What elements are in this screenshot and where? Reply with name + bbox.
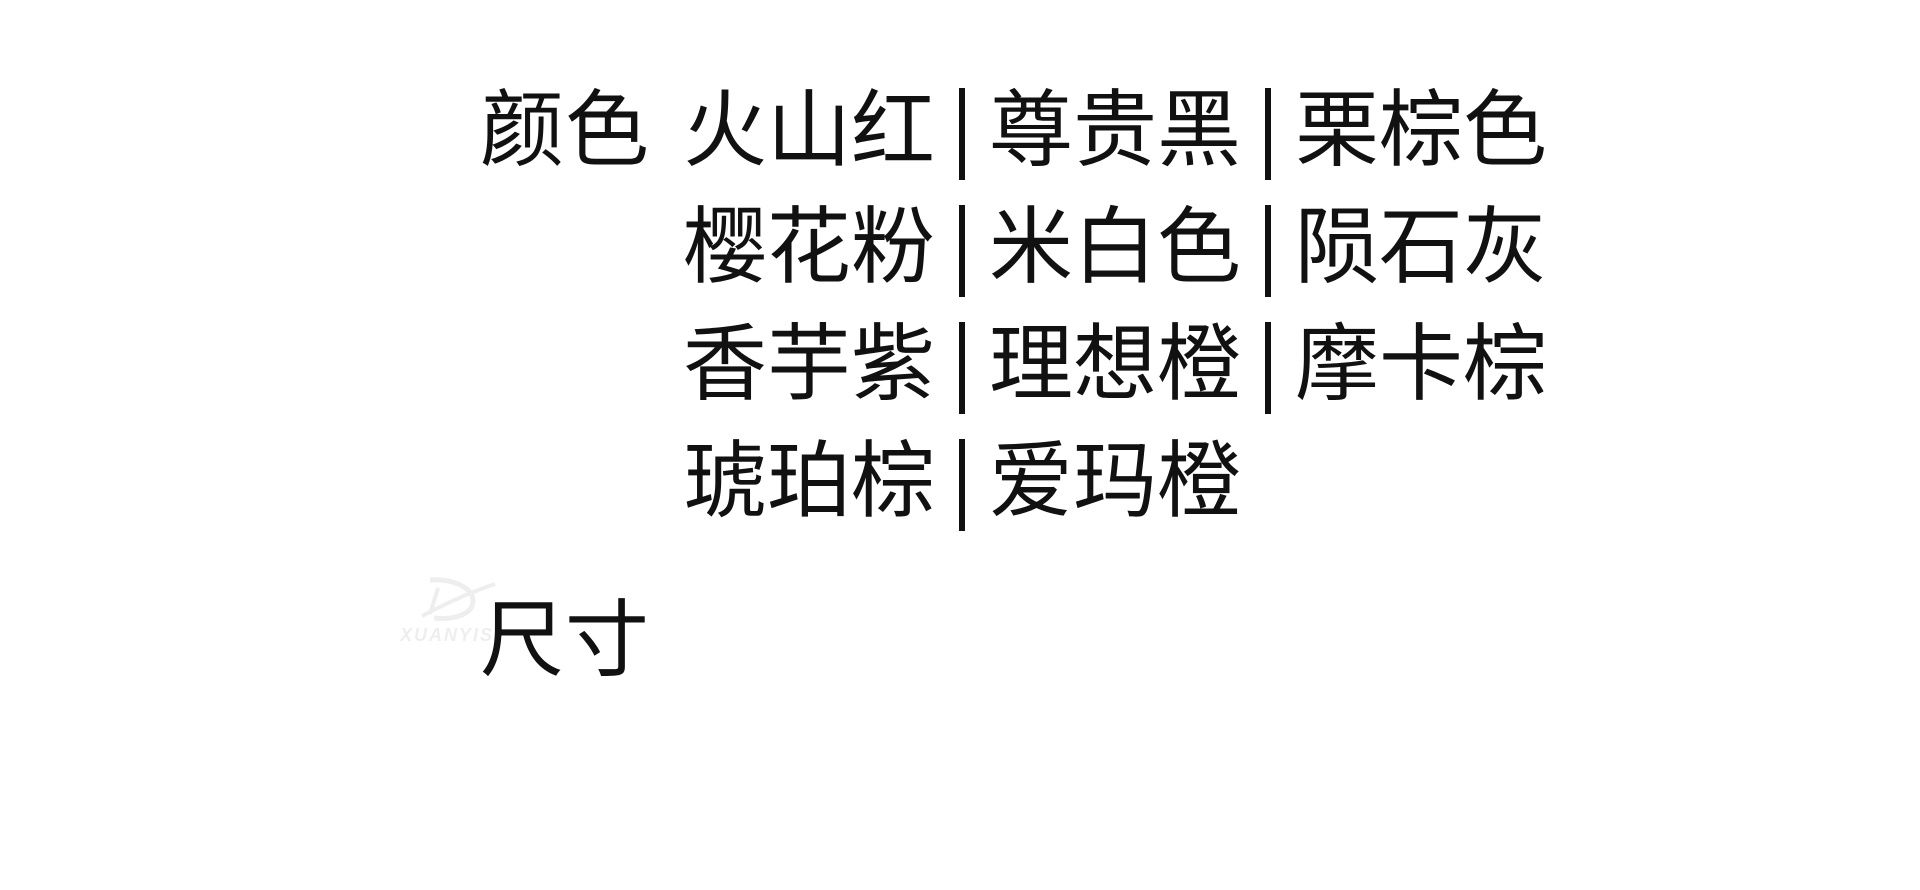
color-row-4: 琥珀棕 爱玛橙 xyxy=(683,432,1547,531)
color-option[interactable]: 理想橙 xyxy=(989,315,1242,413)
brand-logo-icon xyxy=(421,577,496,621)
separator xyxy=(1265,322,1272,414)
separator xyxy=(1265,205,1272,297)
color-option[interactable]: 摩卡棕 xyxy=(1295,315,1548,413)
watermark: XUANYIS xyxy=(400,570,510,660)
color-option[interactable]: 琥珀棕 xyxy=(683,432,936,530)
color-option[interactable]: 尊贵黑 xyxy=(989,81,1242,179)
color-row-2: 樱花粉 米白色 陨石灰 xyxy=(683,198,1548,297)
separator xyxy=(959,88,966,180)
color-label: 颜色 xyxy=(480,81,651,179)
color-options: 火山红 尊贵黑 栗棕色 樱花粉 米白色 陨石灰 香芋紫 理想橙 摩卡棕 琥珀棕 … xyxy=(683,88,1547,556)
color-option[interactable]: 爱玛橙 xyxy=(989,432,1242,530)
color-option[interactable]: 栗棕色 xyxy=(1295,81,1548,179)
color-option[interactable]: 陨石灰 xyxy=(1295,198,1548,296)
separator xyxy=(959,322,966,414)
color-row-3: 香芋紫 理想橙 摩卡棕 xyxy=(683,315,1548,414)
watermark-text: XUANYIS xyxy=(400,625,495,645)
color-option[interactable]: 樱花粉 xyxy=(683,198,936,296)
color-row-1: 火山红 尊贵黑 栗棕色 xyxy=(683,81,1548,180)
color-option[interactable]: 火山红 xyxy=(683,81,936,179)
separator xyxy=(959,439,966,531)
size-label: 尺寸 xyxy=(480,591,651,689)
separator xyxy=(959,205,966,297)
color-option[interactable]: 米白色 xyxy=(989,198,1242,296)
separator xyxy=(1265,88,1272,180)
color-option[interactable]: 香芋紫 xyxy=(683,315,936,413)
